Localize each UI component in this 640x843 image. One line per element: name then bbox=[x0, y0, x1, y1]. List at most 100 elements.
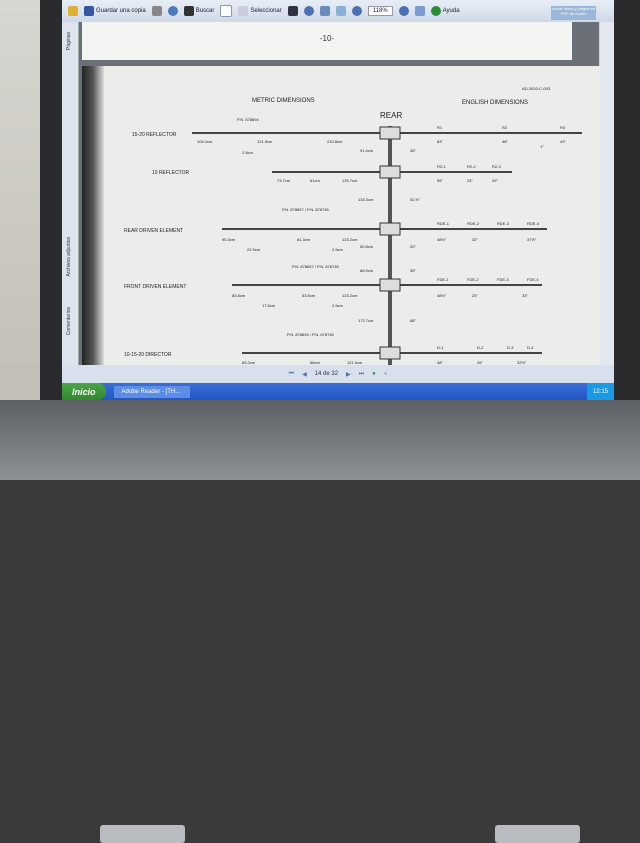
metric-heading: METRIC DIMENSIONS bbox=[252, 98, 315, 104]
dim: 139.7cm bbox=[342, 178, 358, 183]
dim: R2-3 bbox=[492, 164, 501, 169]
dim: 37½" bbox=[527, 237, 537, 242]
dim: 48" bbox=[502, 139, 508, 144]
dim: 17.8cm bbox=[262, 303, 276, 308]
dim: R3 bbox=[560, 125, 566, 130]
current-page: AD-3920-C-003 METRIC DIMENSIONS ENGLISH … bbox=[82, 66, 602, 366]
adobe-ad-banner[interactable]: Incluir libros y juegos en PDF de Adobe bbox=[551, 6, 596, 20]
go-forward-icon[interactable]: ● bbox=[383, 371, 388, 377]
page-indicator[interactable]: 14 de 32 bbox=[314, 371, 339, 377]
text-select-icon bbox=[238, 6, 249, 16]
dim: 33" bbox=[522, 293, 528, 298]
snapshot-icon[interactable] bbox=[287, 6, 298, 16]
vertical-scrollbar[interactable] bbox=[600, 22, 614, 365]
element-front-driven: FRONT DRIVEN ELEMENT P.N. 878657 / P.N. … bbox=[124, 264, 542, 308]
element-label: REAR DRIVEN ELEMENT bbox=[124, 228, 183, 234]
part-number: P.N. 878694 bbox=[237, 117, 259, 122]
next-page-icon[interactable]: ▶ bbox=[346, 371, 351, 378]
page-navigation-bar: ⏮ ◀ 14 de 32 ▶ ⏭ ● ● bbox=[62, 365, 614, 383]
search-button[interactable]: Buscar bbox=[183, 6, 215, 16]
zoom-in-icon[interactable] bbox=[303, 6, 314, 16]
element-label: 15-20 REFLECTOR bbox=[132, 132, 177, 138]
element-reflector-15-20: 15-20 REFLECTOR P.N. 878694 109.2cm 121.… bbox=[132, 117, 582, 155]
dim: 61cm bbox=[310, 178, 320, 183]
select-label: Seleccionar bbox=[250, 8, 282, 14]
laptop-base bbox=[0, 400, 640, 843]
dim: 48½" bbox=[437, 293, 447, 298]
dim: 1" bbox=[540, 144, 544, 149]
boom-dimensions: 91.4cm 36" 133.3cm 52.½" 50.8cm 20" 88.9… bbox=[358, 148, 421, 323]
dim: RDE-4 bbox=[527, 221, 540, 226]
dim: 25" bbox=[472, 293, 478, 298]
fit-width-icon[interactable] bbox=[335, 6, 346, 16]
dim: 20" bbox=[410, 244, 416, 249]
taskbar: Inicio Adobe Reader - [TH... 12:15 bbox=[62, 383, 614, 400]
dim: 52.½" bbox=[410, 197, 421, 202]
dim: 91.4cm bbox=[360, 148, 374, 153]
dim: 50.8cm bbox=[360, 244, 374, 249]
dim: 2.5cm bbox=[332, 303, 344, 308]
dim: 95.3cm bbox=[222, 237, 236, 242]
dim: R1 bbox=[437, 125, 443, 130]
help-icon bbox=[430, 6, 441, 16]
dim: 66cm bbox=[310, 360, 320, 365]
system-tray: 12:15 bbox=[586, 383, 614, 400]
english-heading: ENGLISH DIMENSIONS bbox=[462, 100, 528, 106]
binoculars-icon bbox=[183, 6, 194, 16]
scan-edge bbox=[82, 66, 104, 366]
dim: 81.3cm bbox=[297, 237, 311, 242]
element-label: 10-15-20 DIRECTOR bbox=[124, 352, 172, 358]
zoom-out-icon[interactable] bbox=[351, 6, 362, 16]
help-button[interactable]: Ayuda bbox=[430, 6, 460, 16]
tab-attachments[interactable]: Archivos adjuntos bbox=[66, 237, 72, 277]
dim: FDE-1 bbox=[437, 277, 449, 282]
dim: D-2 bbox=[477, 345, 484, 350]
save-copy-button[interactable]: Guardar una copia bbox=[84, 6, 146, 16]
element-reflector-10: 10 REFLECTOR 73.7cm 61cm 139.7cm R2-1 R2… bbox=[152, 164, 512, 183]
dim: 35" bbox=[410, 268, 416, 273]
tab-comments[interactable]: Comentarios bbox=[66, 307, 72, 336]
email-icon[interactable] bbox=[167, 6, 178, 16]
lock-icon[interactable] bbox=[68, 6, 78, 16]
hinge-left bbox=[100, 825, 185, 843]
fit-page-icon[interactable] bbox=[319, 6, 330, 16]
dim: RDE-3 bbox=[497, 221, 510, 226]
search-label: Buscar bbox=[195, 8, 215, 14]
go-back-icon[interactable]: ● bbox=[372, 371, 376, 377]
dim: 83.8cm bbox=[232, 293, 246, 298]
dim: 210.8cm bbox=[327, 139, 343, 144]
dim: FDE-2 bbox=[467, 277, 479, 282]
first-page-icon[interactable]: ⏮ bbox=[288, 370, 295, 377]
last-page-icon[interactable]: ⏭ bbox=[358, 370, 365, 377]
document-area: -10- AD-3920-C-003 METRIC DIMENSIONS ENG… bbox=[79, 22, 602, 366]
hand-tool-icon[interactable] bbox=[220, 5, 233, 17]
dim: 2.5cm bbox=[242, 150, 254, 155]
element-label: FRONT DRIVEN ELEMENT bbox=[124, 284, 186, 290]
dim: RDE-1 bbox=[437, 221, 450, 226]
dim: 48" bbox=[437, 360, 443, 365]
taskbar-item-adobe-reader[interactable]: Adobe Reader - [TH... bbox=[113, 385, 190, 398]
part-number: P.N. 878657 / P.N. 878745 bbox=[292, 264, 340, 269]
rear-label: REAR bbox=[380, 111, 402, 120]
dim: 121.9cm bbox=[257, 139, 273, 144]
dim: 109.2cm bbox=[197, 139, 213, 144]
dim: 29" bbox=[492, 178, 498, 183]
element-rear-driven: REAR DRIVEN ELEMENT P.N. 878657 / P.N. 8… bbox=[124, 207, 547, 252]
start-button[interactable]: Inicio bbox=[62, 383, 106, 400]
previous-page-icon[interactable]: ◀ bbox=[302, 371, 307, 378]
zoom-level-input[interactable]: 118% bbox=[367, 6, 393, 16]
antenna-drawing: AD-3920-C-003 METRIC DIMENSIONS ENGLISH … bbox=[124, 86, 582, 366]
dim: 121.9cm bbox=[347, 360, 363, 365]
dim: 43" bbox=[560, 139, 566, 144]
dim: 26" bbox=[477, 360, 483, 365]
tab-pages[interactable]: Páginas bbox=[66, 32, 72, 51]
zoom-in-plus-icon[interactable] bbox=[398, 6, 409, 16]
toolbar: Guardar una copia Buscar Seleccionar 118… bbox=[62, 0, 614, 22]
help-label: Ayuda bbox=[442, 8, 460, 14]
print-icon[interactable] bbox=[151, 6, 162, 16]
dim: 123.2cm bbox=[342, 237, 358, 242]
select-button[interactable]: Seleccionar bbox=[238, 6, 282, 16]
previous-page: -10- bbox=[82, 22, 572, 60]
rotate-icon[interactable] bbox=[414, 6, 425, 16]
dim: 88.9cm bbox=[360, 268, 374, 273]
